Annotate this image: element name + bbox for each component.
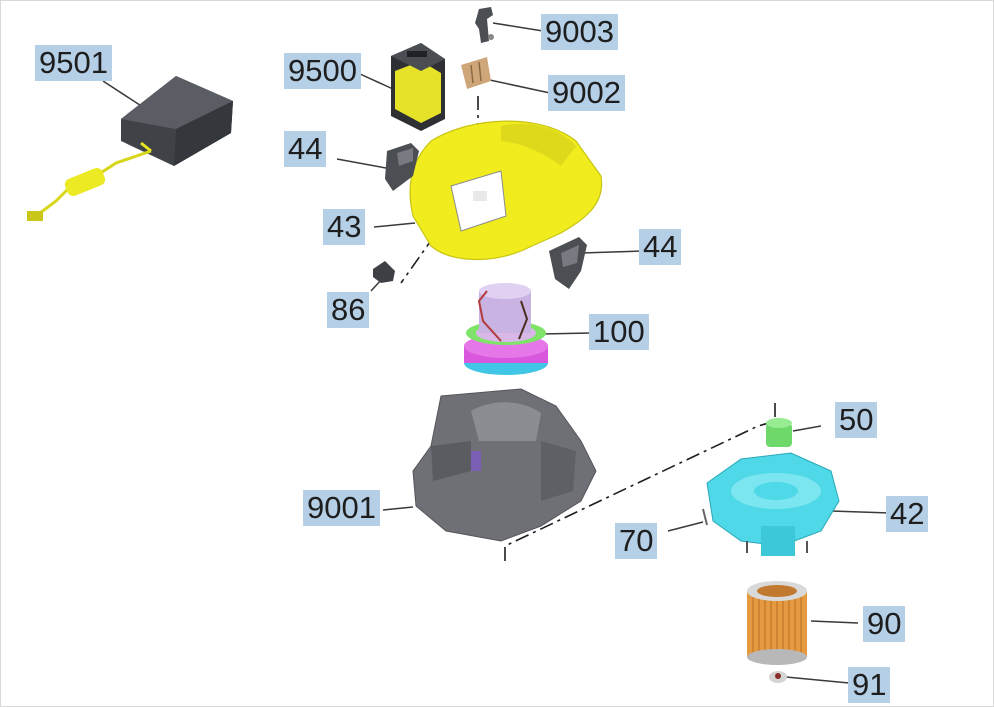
callout-50: 50 <box>835 402 878 438</box>
housing-43 <box>409 120 603 260</box>
float-50 <box>766 418 792 447</box>
callout-42: 42 <box>886 496 929 532</box>
callout-9002: 9002 <box>548 75 625 111</box>
board-9002 <box>461 57 491 89</box>
leader-lines <box>102 22 891 684</box>
callout-44-left: 44 <box>284 131 327 167</box>
screw-70 <box>702 508 708 526</box>
callout-86: 86 <box>327 292 370 328</box>
grip-44-left <box>385 143 419 191</box>
callout-70: 70 <box>615 523 658 559</box>
nut-91 <box>769 671 787 683</box>
battery-9500 <box>391 43 445 131</box>
filter-holder-42 <box>706 452 840 556</box>
switch-9003 <box>475 7 494 43</box>
callout-43: 43 <box>323 209 366 245</box>
grip-44-right <box>549 237 587 289</box>
motor-100 <box>464 283 548 375</box>
base-9001 <box>412 388 597 542</box>
callout-44-right: 44 <box>639 229 682 265</box>
cartridge-filter-90 <box>747 581 807 665</box>
charger-9501 <box>27 76 233 221</box>
callout-9001: 9001 <box>303 490 380 526</box>
callout-90: 90 <box>863 606 906 642</box>
callout-9501: 9501 <box>35 45 112 81</box>
callout-91: 91 <box>848 667 891 703</box>
callout-9003: 9003 <box>541 14 618 50</box>
callout-100: 100 <box>589 314 649 350</box>
callout-9500: 9500 <box>284 53 361 89</box>
clip-86 <box>373 261 395 283</box>
